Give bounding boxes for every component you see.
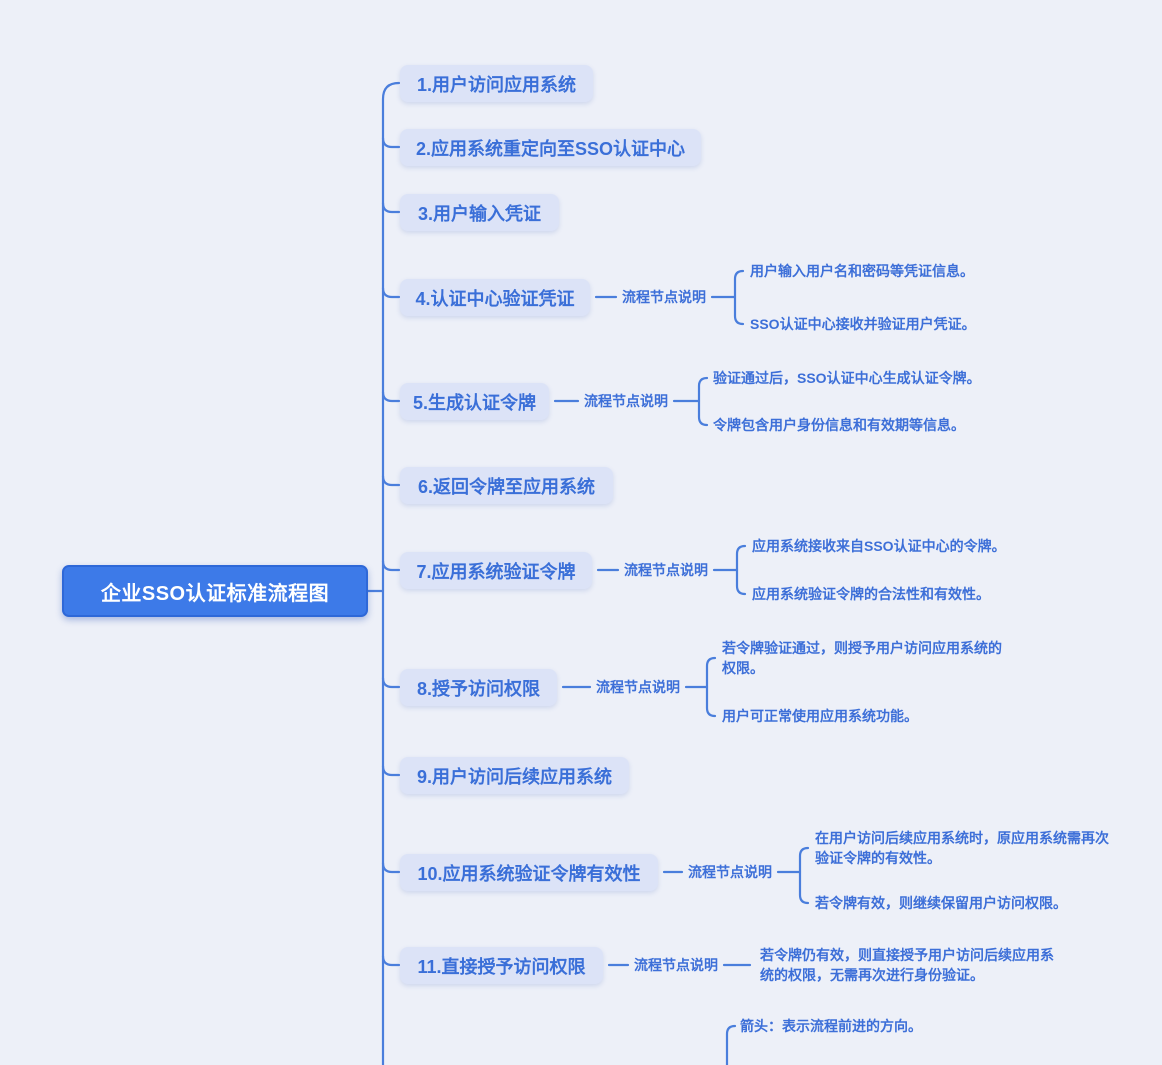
leaf-note[interactable]: 应用系统接收来自SSO认证中心的令牌。 (752, 538, 1006, 554)
step-node-3[interactable]: 3.用户输入凭证 (400, 194, 559, 231)
leaf-note[interactable]: 用户可正常使用应用系统功能。 (722, 708, 918, 724)
leaf-note[interactable]: 用户输入用户名和密码等凭证信息。 (750, 263, 974, 279)
bracket (705, 656, 717, 718)
bracket (733, 269, 745, 326)
detail-label-step8[interactable]: 流程节点说明 (596, 679, 680, 695)
root-node[interactable]: 企业SSO认证标准流程图 (62, 565, 368, 617)
branch-connector (381, 201, 401, 214)
branch-connector (381, 764, 401, 777)
leaf-note[interactable]: 验证通过后，SSO认证中心生成认证令牌。 (713, 370, 981, 386)
step-node-4[interactable]: 4.认证中心验证凭证 (400, 279, 590, 316)
leaf-note[interactable]: 应用系统验证令牌的合法性和有效性。 (752, 586, 990, 602)
detail-label-step5[interactable]: 流程节点说明 (584, 393, 668, 409)
branch-connector (381, 676, 401, 689)
branch-connector (381, 954, 401, 967)
step-node-11[interactable]: 11.直接授予访问权限 (400, 947, 603, 984)
trunk-line (381, 81, 401, 1065)
leaf-note[interactable]: 若令牌有效，则继续保留用户访问权限。 (815, 895, 1067, 911)
bracket (697, 376, 709, 427)
legend-bracket (725, 1024, 737, 1065)
bracket (735, 544, 747, 596)
detail-label-step11[interactable]: 流程节点说明 (634, 957, 718, 973)
branch-connector (381, 474, 401, 487)
bracket (798, 846, 810, 905)
step-node-7[interactable]: 7.应用系统验证令牌 (400, 552, 592, 589)
step-node-2[interactable]: 2.应用系统重定向至SSO认证中心 (400, 129, 701, 166)
detail-label-step7[interactable]: 流程节点说明 (624, 562, 708, 578)
branch-connector (381, 390, 401, 403)
step-node-1[interactable]: 1.用户访问应用系统 (400, 65, 593, 102)
leaf-note[interactable]: 在用户访问后续应用系统时，原应用系统需再次验证令牌的有效性。 (815, 830, 1109, 866)
leaf-note[interactable]: 若令牌验证通过，则授予用户访问应用系统的权限。 (722, 640, 1002, 676)
detail-label-step4[interactable]: 流程节点说明 (622, 289, 706, 305)
step-node-6[interactable]: 6.返回令牌至应用系统 (400, 467, 613, 504)
leaf-note[interactable]: SSO认证中心接收并验证用户凭证。 (750, 316, 976, 332)
detail-label-step10[interactable]: 流程节点说明 (688, 864, 772, 880)
branch-connector (381, 136, 401, 149)
step-node-8[interactable]: 8.授予访问权限 (400, 669, 557, 706)
step-node-5[interactable]: 5.生成认证令牌 (400, 383, 549, 420)
step-node-10[interactable]: 10.应用系统验证令牌有效性 (400, 854, 658, 891)
branch-connector (381, 861, 401, 874)
leaf-note[interactable]: 若令牌仍有效，则直接授予用户访问后续应用系统的权限，无需再次进行身份验证。 (760, 947, 1054, 983)
leaf-note[interactable]: 令牌包含用户身份信息和有效期等信息。 (713, 417, 965, 433)
step-node-9[interactable]: 9.用户访问后续应用系统 (400, 757, 629, 794)
branch-connector (381, 559, 401, 572)
legend-leaf-arrow[interactable]: 箭头：表示流程前进的方向。 (740, 1018, 922, 1034)
branch-connector (381, 286, 401, 299)
